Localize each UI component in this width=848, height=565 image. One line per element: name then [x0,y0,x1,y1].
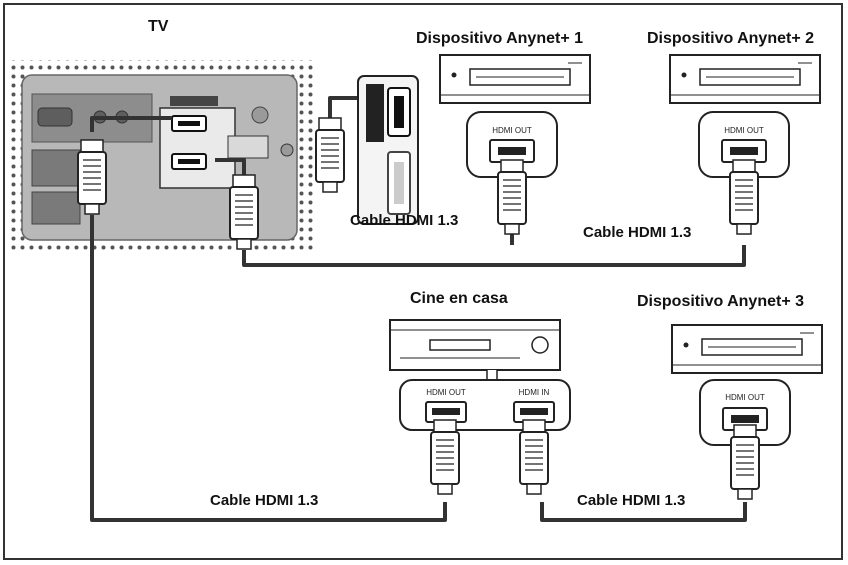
cable-label-2: Cable HDMI 1.3 [583,224,692,241]
device1-recorder [439,54,591,104]
device3-port-label: HDMI OUT [725,393,765,402]
tv-hdmi-plug-2 [229,174,259,250]
device3-label: Dispositivo Anynet+ 3 [637,293,804,310]
device1-port-label: HDMI OUT [492,126,532,135]
device1-hdmi-plug [497,159,527,235]
tv-hdmi-plug-1 [77,139,107,215]
home-theater-out-plug [430,419,460,495]
home-theater-receiver [389,319,561,388]
cable-lines [90,96,747,522]
home-theater-in-label: HDMI IN [519,388,550,397]
home-theater-out-label: HDMI OUT [426,388,466,397]
home-theater-in-plug [519,419,549,495]
cable-label-1: Cable HDMI 1.3 [350,212,459,229]
switch-hdmi-plug [315,117,345,193]
device1-label: Dispositivo Anynet+ 1 [416,30,583,47]
hdmi-switch-box [357,75,419,225]
device2-label: Dispositivo Anynet+ 2 [647,30,814,47]
tv-rear-panel [8,60,313,250]
device2-hdmi-plug [729,159,759,235]
device2-port-label: HDMI OUT [724,126,764,135]
tv-label: TV [148,18,169,35]
cable-label-3: Cable HDMI 1.3 [210,492,319,509]
device3-hdmi-plug [730,424,760,500]
cable-label-4: Cable HDMI 1.3 [577,492,686,509]
device2-recorder [669,54,821,104]
device3-recorder [671,324,823,374]
home-theater-label: Cine en casa [410,290,508,307]
